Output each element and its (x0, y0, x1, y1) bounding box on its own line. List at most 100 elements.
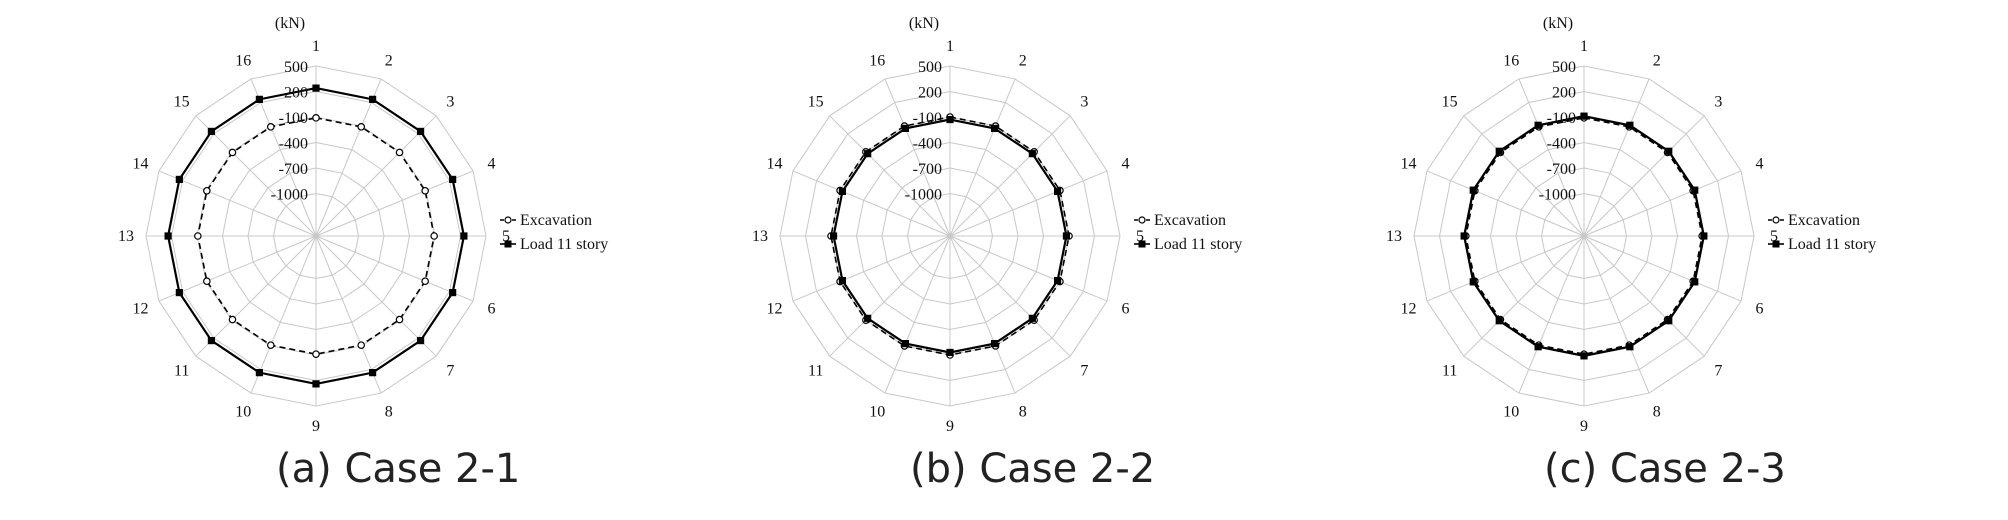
category-label: 6 (488, 301, 496, 318)
grid-spoke (1583, 115, 1705, 237)
axis-tick-label: -400 (279, 136, 308, 153)
grid-spoke (1463, 235, 1585, 357)
category-label: 7 (1714, 362, 1722, 379)
data-point-load-11-story (175, 175, 183, 184)
data-point-excavation (266, 123, 275, 131)
data-point-load-11-story (1626, 121, 1634, 129)
axis-tick-label: -1000 (905, 187, 942, 204)
legend-label: Load 11 story (1788, 236, 1876, 253)
category-label: 2 (385, 52, 393, 69)
grid-spoke (158, 235, 317, 302)
unit-label: (kN) (1543, 15, 1573, 32)
data-point-load-11-story (990, 124, 999, 133)
data-point-load-11-story (255, 95, 264, 103)
data-point-load-11-story (946, 115, 954, 124)
grid-spoke (1583, 235, 1705, 357)
category-label: 8 (385, 404, 393, 421)
category-label: 8 (1653, 404, 1661, 421)
panel-caption: (a) Case 2-1 (276, 446, 521, 492)
data-point-load-11-story (1053, 187, 1062, 196)
category-label: 1 (312, 38, 320, 55)
legend-marker-load-11-story (1772, 240, 1780, 248)
category-label: 4 (488, 155, 496, 172)
data-point-load-11-story (1580, 352, 1588, 360)
axis-tick-label: -100 (1547, 110, 1576, 127)
category-label: 7 (1080, 362, 1088, 379)
data-point-load-11-story (449, 288, 457, 297)
data-point-excavation (430, 232, 438, 240)
axis-tick-label: -1000 (271, 187, 308, 204)
panel-caption: (b) Case 2-2 (910, 446, 1156, 492)
grid-spoke (1426, 235, 1585, 302)
category-label: 1 (1580, 38, 1588, 55)
data-point-load-11-story (1665, 147, 1673, 155)
data-point-load-11-story (1469, 278, 1477, 286)
data-point-excavation (357, 341, 366, 349)
category-label: 15 (1442, 94, 1458, 111)
grid-spoke (1426, 170, 1585, 237)
radar-chart-b: 500200-100-400-700-100012345678910111213… (752, 15, 1242, 435)
axis-tick-label: 500 (284, 59, 308, 76)
data-point-load-11-story (449, 175, 457, 184)
category-label: 2 (1653, 52, 1661, 69)
data-point-load-11-story (1534, 121, 1542, 129)
data-point-load-11-story (838, 187, 847, 196)
radar-chart-c: 500200-100-400-700-100012345678910111213… (1386, 15, 1876, 435)
data-point-load-11-story (1580, 112, 1588, 120)
data-point-load-11-story (368, 369, 377, 377)
category-label: 15 (808, 94, 824, 111)
data-point-excavation (228, 148, 237, 157)
data-point-excavation (395, 148, 404, 157)
data-point-excavation (421, 277, 429, 286)
radar-chart-a: 500200-100-400-700-100012345678910111213… (118, 15, 608, 435)
axis-tick-label: -700 (1547, 161, 1576, 178)
axis-tick-label: -700 (279, 161, 308, 178)
category-label: 5 (1770, 228, 1778, 245)
axis-tick-label: 200 (1552, 85, 1576, 102)
data-point-load-11-story (312, 380, 320, 388)
data-point-excavation (395, 315, 404, 324)
legend-label: Load 11 story (520, 236, 608, 253)
grid-spoke (315, 78, 382, 237)
grid-spoke (1583, 235, 1650, 394)
category-label: 5 (1136, 228, 1144, 245)
legend-marker-excavation (504, 216, 512, 224)
grid-spoke (1518, 235, 1585, 394)
data-point-load-11-story (1700, 232, 1708, 240)
category-label: 9 (1580, 418, 1588, 435)
category-label: 4 (1122, 155, 1130, 172)
legend-marker-load-11-story (1138, 240, 1146, 248)
grid-spoke (158, 170, 317, 237)
axis-tick-label: 200 (284, 85, 308, 102)
category-label: 6 (1122, 301, 1130, 318)
category-label: 16 (869, 52, 885, 69)
legend-marker-load-11-story (504, 240, 512, 248)
grid-spoke (315, 235, 474, 302)
category-label: 13 (752, 228, 768, 245)
data-point-load-11-story (207, 336, 216, 345)
grid-spoke (1583, 78, 1650, 237)
data-point-excavation (312, 114, 320, 122)
data-point-load-11-story (864, 314, 872, 322)
grid-spoke (195, 115, 317, 237)
data-point-load-11-story (416, 336, 425, 345)
category-label: 5 (502, 228, 510, 245)
legend-label: Excavation (520, 212, 592, 229)
category-label: 11 (808, 362, 823, 379)
grid-spoke (949, 235, 1108, 302)
category-label: 13 (118, 228, 134, 245)
grid-spoke (884, 78, 951, 237)
data-point-load-11-story (368, 95, 377, 103)
axis-tick-label: 500 (1552, 59, 1576, 76)
series-line-excavation (197, 117, 435, 355)
panel-caption: (c) Case 2-3 (1544, 446, 1786, 492)
category-label: 9 (946, 418, 954, 435)
grid-spoke (250, 235, 317, 394)
data-point-load-11-story (1028, 314, 1036, 322)
category-label: 8 (1019, 404, 1027, 421)
data-point-excavation (194, 232, 202, 240)
axis-tick-label: -100 (913, 110, 942, 127)
data-point-load-11-story (1691, 278, 1699, 286)
